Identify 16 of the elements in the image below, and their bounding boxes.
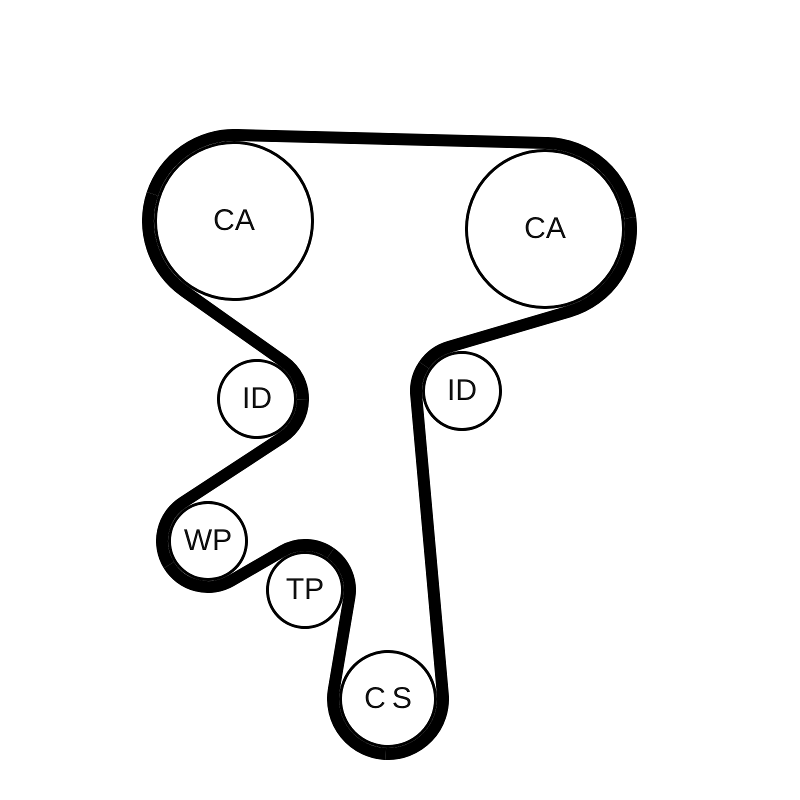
pulley-label: ID (242, 384, 272, 414)
pulley (217, 359, 297, 439)
belt-segment (142, 192, 309, 400)
pulley (266, 551, 344, 629)
belt-segment (419, 217, 637, 369)
belt-segment (156, 399, 309, 568)
pulley-label: TP (286, 575, 324, 605)
pulley-label: CA (213, 206, 255, 236)
pulley-label: WP (184, 526, 232, 556)
belt-segment (146, 129, 636, 219)
belt-segment (326, 548, 386, 760)
pulley-label: CS (364, 684, 418, 714)
belt-segment (164, 539, 334, 593)
pulley-label: CA (524, 214, 566, 244)
belt-segment (386, 362, 449, 760)
pulley-label: ID (447, 376, 477, 406)
